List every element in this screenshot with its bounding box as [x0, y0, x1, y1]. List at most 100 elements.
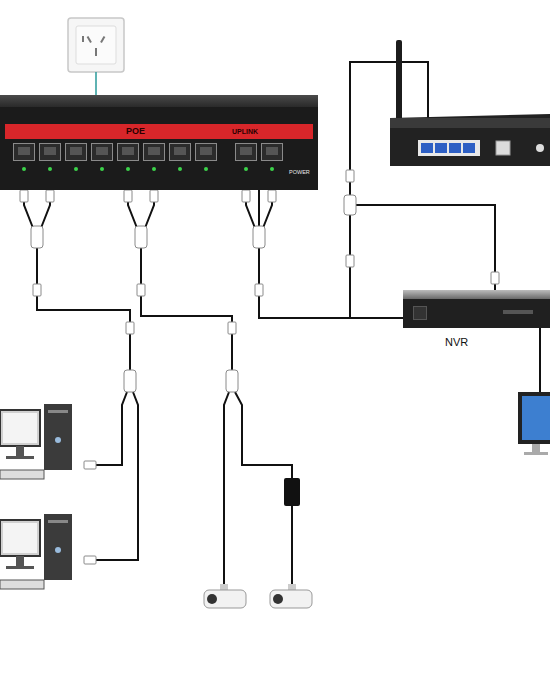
network-cable	[259, 190, 403, 318]
router	[435, 143, 447, 153]
rj45-splitter	[226, 370, 238, 392]
rj45-port	[235, 143, 257, 161]
rj45-port	[169, 143, 191, 161]
port-contact	[44, 147, 56, 155]
pc	[55, 437, 61, 443]
rj45-splitter	[126, 322, 134, 334]
status-led	[152, 167, 156, 171]
rj45-splitter	[344, 195, 356, 215]
pc	[3, 413, 37, 443]
status-led	[48, 167, 52, 171]
rj45-splitter	[491, 272, 499, 284]
pc	[0, 520, 40, 556]
router	[449, 143, 461, 153]
rj45-splitter	[150, 190, 158, 202]
pc	[6, 456, 34, 459]
pc	[48, 410, 68, 413]
rj45-splitter	[33, 284, 41, 296]
pc	[55, 547, 61, 553]
cable	[350, 62, 428, 318]
port-contact	[266, 147, 278, 155]
cable	[37, 248, 130, 372]
wall-socket	[100, 36, 105, 43]
rj45-splitter	[346, 255, 354, 267]
wall-socket	[76, 26, 116, 64]
wall-socket	[95, 48, 97, 56]
device-label: NVR	[445, 336, 468, 348]
monitor	[524, 452, 548, 455]
rj45-splitter	[268, 190, 276, 202]
rj45-splitter	[137, 284, 145, 296]
status-led	[244, 167, 248, 171]
rj45-splitter	[46, 190, 54, 202]
router	[536, 144, 544, 152]
router	[390, 114, 550, 166]
rj45-splitter	[20, 190, 28, 202]
wall-socket	[87, 36, 92, 43]
power-label: POWER	[289, 169, 310, 175]
status-led	[126, 167, 130, 171]
pc	[48, 520, 68, 523]
rj45-port	[195, 143, 217, 161]
nvr-box: NVR	[403, 290, 550, 328]
rj45-splitter	[253, 226, 265, 248]
monitor	[532, 444, 540, 452]
port-contact	[148, 147, 160, 155]
router	[390, 40, 550, 166]
router	[463, 143, 475, 153]
wall-socket	[68, 18, 124, 72]
status-led	[178, 167, 182, 171]
power-adapter	[284, 478, 300, 506]
rj45-port	[91, 143, 113, 161]
nvr-panel	[503, 310, 533, 314]
nvr-top	[403, 290, 550, 299]
rj45-port	[117, 143, 139, 161]
monitor	[518, 392, 550, 444]
rj45-splitter	[31, 226, 43, 248]
router	[418, 140, 480, 156]
pc	[44, 514, 72, 580]
pc	[0, 580, 44, 589]
status-led	[100, 167, 104, 171]
router	[421, 143, 433, 153]
pc	[6, 566, 34, 569]
pc	[16, 556, 24, 566]
cable	[141, 248, 232, 372]
rj45-splitter	[20, 128, 499, 564]
pc	[0, 410, 40, 446]
port-contact	[122, 147, 134, 155]
port-contact	[70, 147, 82, 155]
rj45-splitter	[242, 190, 250, 202]
wall-socket	[82, 36, 84, 42]
rj45-port	[39, 143, 61, 161]
router	[390, 118, 550, 128]
port-contact	[200, 147, 212, 155]
ip-camera	[204, 584, 312, 608]
ip-camera	[204, 590, 246, 608]
band-label: POE	[126, 127, 145, 137]
cable	[356, 205, 495, 290]
rj45-splitter	[124, 190, 132, 202]
power-cord	[95, 72, 97, 95]
nvr-vent	[413, 306, 427, 320]
status-led	[270, 167, 274, 171]
router	[396, 40, 402, 122]
pc	[16, 446, 24, 456]
cable	[291, 506, 293, 585]
band-label: UPLINK	[232, 128, 258, 136]
pc	[3, 523, 37, 553]
rj45-port	[143, 143, 165, 161]
cable	[539, 328, 541, 392]
poe-switch: POE UPLINK POWER	[0, 95, 318, 190]
pc	[44, 404, 72, 470]
rj45-splitter	[255, 284, 263, 296]
monitor	[522, 396, 550, 440]
rj45-splitter	[124, 370, 136, 392]
ip-camera	[207, 594, 217, 604]
rj45-splitter	[84, 461, 96, 469]
status-led	[204, 167, 208, 171]
rj45-splitter	[84, 556, 96, 564]
router	[496, 141, 510, 155]
switch-top	[0, 95, 318, 107]
